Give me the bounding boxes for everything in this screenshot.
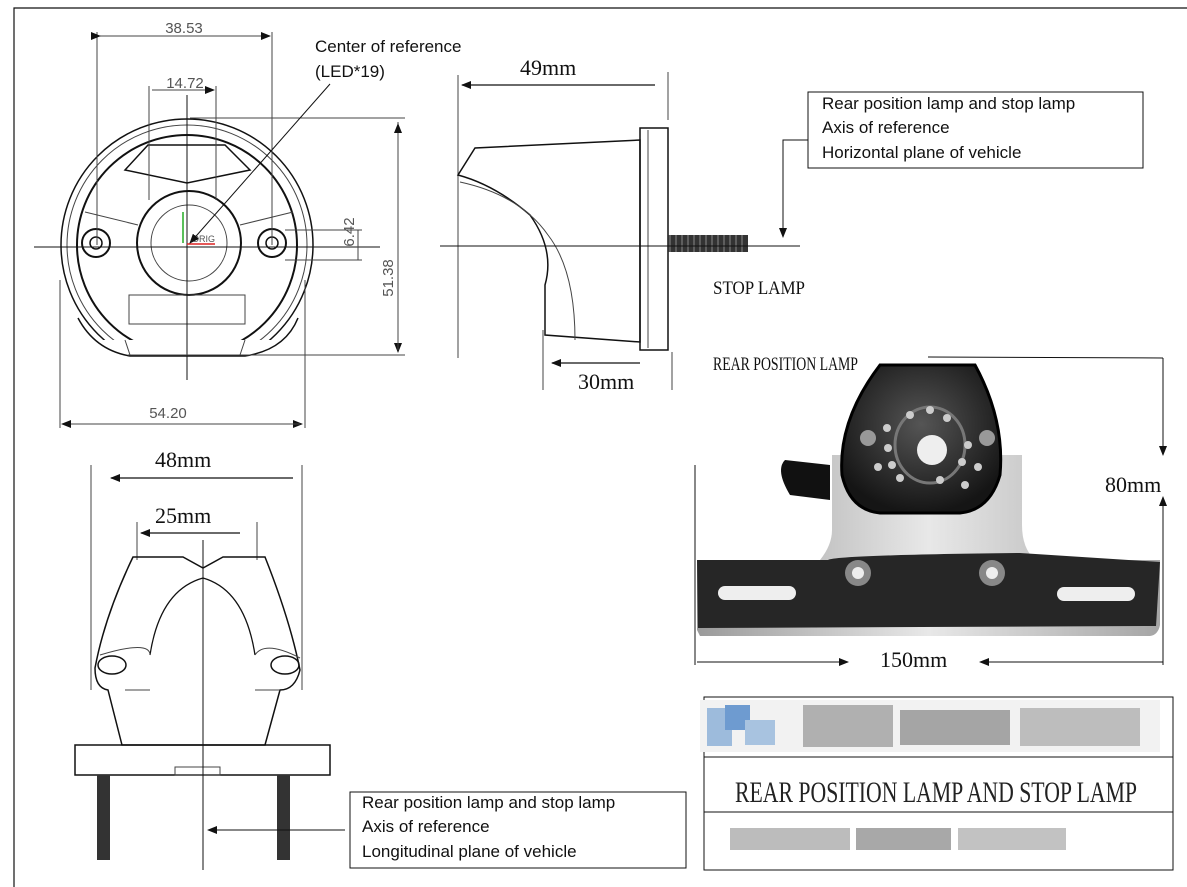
dim-25mm: 25mm	[155, 503, 211, 528]
title-block: REAR POSITION LAMP AND STOP LAMP	[700, 696, 1174, 871]
dim-48mm: 48mm	[155, 447, 211, 472]
mount-hole-left	[81, 228, 111, 258]
side-legend-box	[807, 91, 1144, 169]
slot-right	[1057, 587, 1135, 601]
side-legend-line: Horizontal plane of vehicle	[822, 143, 1021, 162]
top-legend-box	[349, 791, 687, 869]
dim-150mm: 150mm	[880, 647, 947, 672]
dim-6-42: 6.42	[341, 217, 358, 246]
rear-position-lamp-label: REAR POSITION LAMP	[713, 354, 858, 375]
center-leader-line	[189, 83, 331, 244]
top-legend-line: Longitudinal plane of vehicle	[362, 842, 577, 861]
blurred-text-row	[730, 828, 1066, 850]
center-lens-outer	[136, 190, 242, 296]
product-photo: REAR POSITION LAMP 80mm 150mm	[694, 354, 1167, 672]
side-legend-line: Axis of reference	[822, 118, 950, 137]
origin-tag: ORIG	[192, 234, 215, 244]
side-legend-pointer	[779, 139, 808, 238]
side-lens	[639, 127, 669, 351]
side-legend-line: Rear position lamp and stop lamp	[822, 94, 1075, 113]
top-body	[94, 556, 301, 746]
side-body	[456, 139, 641, 343]
top-reflector	[123, 144, 252, 184]
top-view: 48mm 25mm Rear position lamp and stop la…	[74, 447, 687, 870]
front-view: ORIG 38.53 14.72 51.38 6.42 54.20 Center…	[34, 20, 461, 428]
dim-54-20: 54.20	[149, 405, 187, 422]
title-block-frame	[703, 696, 1174, 871]
stop-lamp-label: STOP LAMP	[713, 278, 805, 299]
slot-left	[718, 586, 796, 600]
side-view: 49mm 30mm Rear position lamp and stop la…	[440, 55, 1144, 394]
blurred-logo-row	[700, 700, 1160, 752]
top-legend-line: Rear position lamp and stop lamp	[362, 793, 615, 812]
license-plate-mount	[697, 553, 1160, 628]
dim-14-72: 14.72	[166, 75, 204, 92]
stud-left	[97, 775, 110, 860]
led-count-label: (LED*19)	[315, 62, 385, 81]
dim-80mm: 80mm	[1105, 472, 1161, 497]
title-block-title: REAR POSITION LAMP AND STOP LAMP	[735, 776, 1137, 809]
dim-49mm: 49mm	[520, 55, 576, 80]
dim-51-38: 51.38	[380, 259, 397, 297]
cable	[781, 460, 830, 500]
dim-38-53: 38.53	[165, 20, 203, 37]
center-of-reference-label: Center of reference	[315, 37, 461, 56]
dim-30mm: 30mm	[578, 369, 634, 394]
page-frame	[13, 7, 1187, 887]
stud-right	[277, 775, 290, 860]
lamp-lens	[840, 363, 1003, 515]
top-legend-line: Axis of reference	[362, 817, 490, 836]
